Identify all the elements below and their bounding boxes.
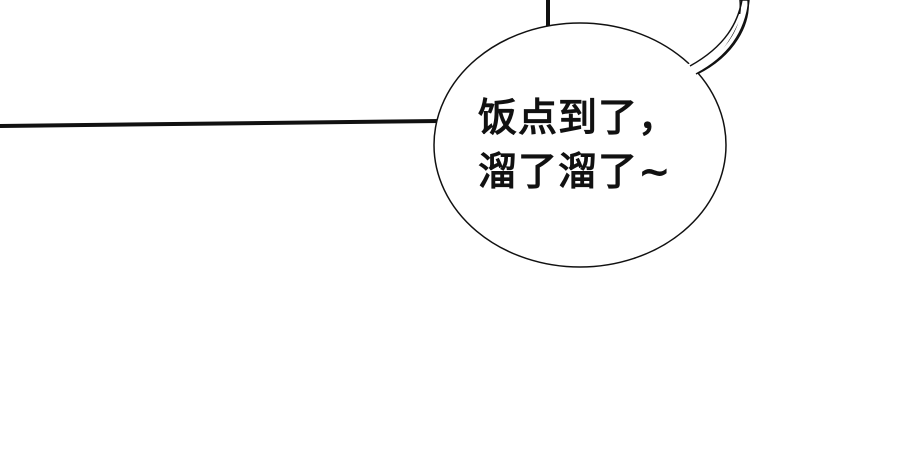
speech-line-1: 饭点到了， [478, 96, 679, 141]
speech-bubble-body [433, 22, 727, 268]
panel-border-horizontal [0, 119, 441, 128]
speech-bubble-text: 饭点到了， 溜了溜了~ [478, 92, 708, 200]
speech-line-2: 溜了溜了~ [478, 150, 672, 195]
speech-bubble-tail-outline [689, 0, 750, 75]
